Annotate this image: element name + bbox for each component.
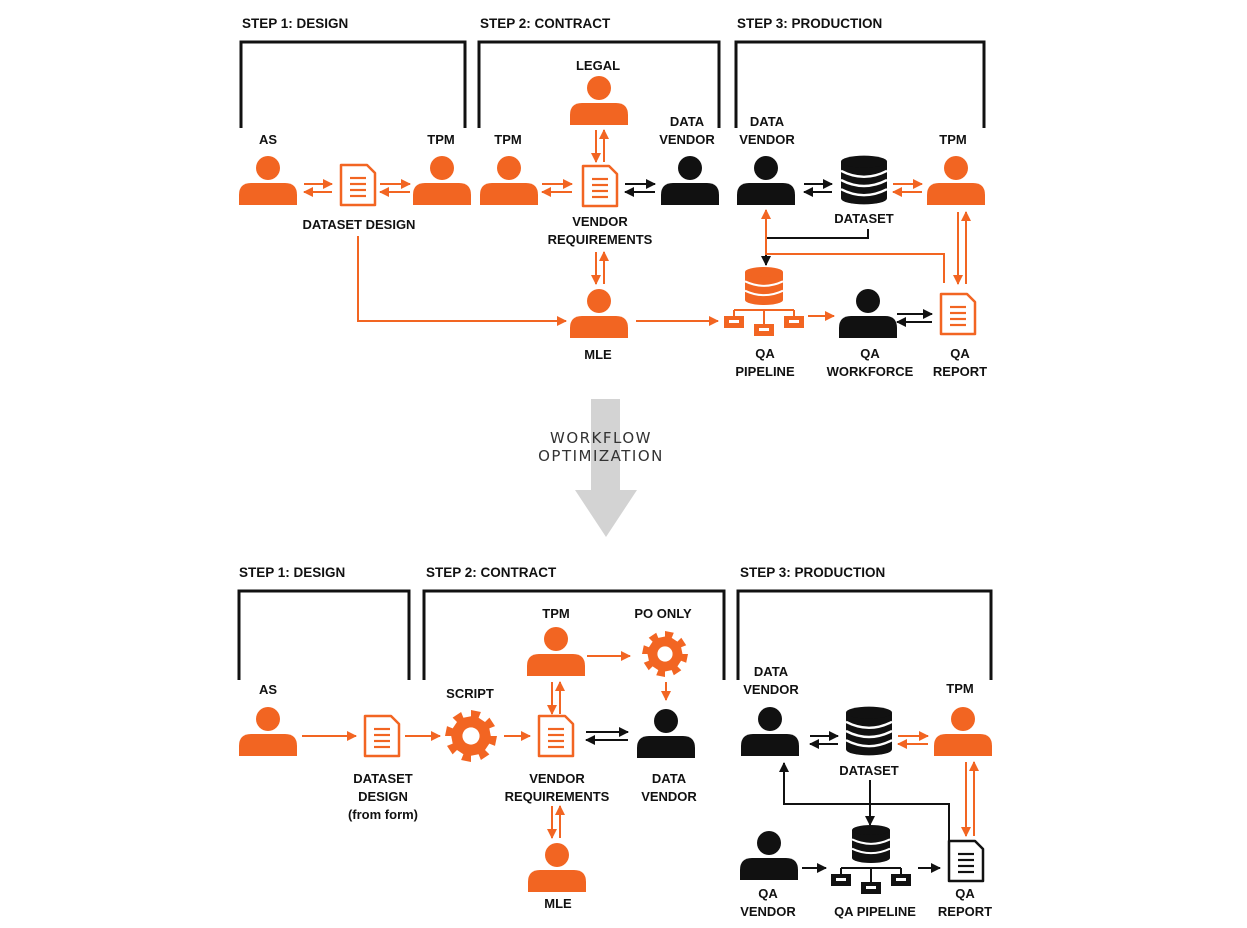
after-dataset-design-label-line-1: DATASET <box>353 771 413 786</box>
after-qa-report-document-icon <box>947 839 985 883</box>
after-mle-person-icon <box>528 843 586 892</box>
after-qa-report-label-line-2: REPORT <box>938 904 992 919</box>
before-qa-report-document-icon <box>939 292 977 336</box>
before-step-2-title: STEP 2: CONTRACT <box>480 16 611 31</box>
before-tpm-production-label: TPM <box>939 132 966 147</box>
workflow-optimization-arrow-icon <box>575 399 637 537</box>
after-script-gear-icon <box>445 710 497 762</box>
before-legal-person-icon <box>570 76 628 125</box>
before-legal-label: LEGAL <box>576 58 620 73</box>
after-tpm-contract-person-icon <box>527 627 585 676</box>
before-vendor-requirements-document-icon <box>581 164 619 208</box>
labels-layer: STEP 1: DESIGN STEP 2: CONTRACT STEP 3: PR… <box>239 16 992 919</box>
after-vendor-requirements-label-line-1: VENDOR <box>529 771 585 786</box>
before-dataset-database-icon <box>840 155 888 205</box>
before-edge-qa-report-to-vendor <box>761 209 945 283</box>
before-qa-report-label-line-2: REPORT <box>933 364 987 379</box>
after-dataset-database-icon <box>845 706 893 756</box>
before-dataset-design-label: DATASET DESIGN <box>303 217 416 232</box>
after-qa-pipeline-label: QA PIPELINE <box>834 904 916 919</box>
after-po-only-label: PO ONLY <box>634 606 692 621</box>
before-data-vendor-contract-label-line-2: VENDOR <box>659 132 715 147</box>
after-vendor-requirements-document-icon <box>537 714 575 758</box>
after-dataset-label: DATASET <box>839 763 899 778</box>
before-qa-pipeline-label-line-2: PIPELINE <box>735 364 795 379</box>
before-qa-pipeline-icon <box>724 267 804 336</box>
before-as-person-icon <box>239 156 297 205</box>
before-vendor-requirements-label-line-1: VENDOR <box>572 214 628 229</box>
after-data-vendor-contract-label-line-2: VENDOR <box>641 789 697 804</box>
after-data-vendor-production-person-icon <box>741 707 799 756</box>
after-data-vendor-contract-person-icon <box>637 709 695 758</box>
after-tpm-production-person-icon <box>934 707 992 756</box>
before-qa-pipeline-label-line-1: QA <box>755 346 775 361</box>
after-qa-pipeline-icon <box>831 825 911 894</box>
after-qa-vendor-label-line-1: QA <box>758 886 778 901</box>
after-as-label: AS <box>259 682 277 697</box>
after-data-vendor-production-label-line-2: VENDOR <box>743 682 799 697</box>
before-tpm-production-person-icon <box>927 156 985 205</box>
nodes-layer <box>239 76 992 894</box>
after-dataset-design-label-line-2: DESIGN <box>358 789 408 804</box>
after-po-only-gear-icon <box>642 631 688 677</box>
after-qa-vendor-person-icon <box>740 831 798 880</box>
before-vendor-requirements-label-line-2: REQUIREMENTS <box>548 232 653 247</box>
before-mle-label: MLE <box>584 347 612 362</box>
before-step-1-bracket <box>239 40 467 128</box>
before-step-3-bracket <box>734 40 986 128</box>
before-as-label: AS <box>259 132 277 147</box>
before-step-2-bracket <box>477 40 721 128</box>
after-step-1-bracket <box>237 589 411 680</box>
after-script-label: SCRIPT <box>446 686 494 701</box>
before-qa-report-label-line-1: QA <box>950 346 970 361</box>
after-step-2-bracket <box>422 589 726 680</box>
workflow-optimization-label-line-1: WORKFLOW <box>550 429 652 447</box>
before-step-1-title: STEP 1: DESIGN <box>242 16 348 31</box>
after-edge-qa-report-to-vendor <box>779 762 950 842</box>
after-data-vendor-contract-label-line-1: DATA <box>652 771 687 786</box>
after-qa-vendor-label-line-2: VENDOR <box>740 904 796 919</box>
before-dataset-design-document-icon <box>339 163 377 207</box>
after-data-vendor-production-label-line-1: DATA <box>754 664 789 679</box>
before-tpm-design-person-icon <box>413 156 471 205</box>
edges-layer <box>302 129 979 873</box>
before-data-vendor-production-label-line-2: VENDOR <box>739 132 795 147</box>
step-brackets-layer <box>237 40 993 680</box>
after-step-2-title: STEP 2: CONTRACT <box>426 565 557 580</box>
workflow-optimization-label-line-2: OPTIMIZATION <box>538 447 664 465</box>
after-tpm-production-label: TPM <box>946 681 973 696</box>
after-as-person-icon <box>239 707 297 756</box>
before-qa-workforce-label-line-1: QA <box>860 346 880 361</box>
after-step-3-title: STEP 3: PRODUCTION <box>740 565 885 580</box>
after-vendor-requirements-label-line-2: REQUIREMENTS <box>505 789 610 804</box>
before-mle-person-icon <box>570 289 628 338</box>
before-data-vendor-contract-person-icon <box>661 156 719 205</box>
before-step-3-title: STEP 3: PRODUCTION <box>737 16 882 31</box>
after-step-3-bracket <box>736 589 993 680</box>
after-step-1-title: STEP 1: DESIGN <box>239 565 345 580</box>
after-dataset-design-label-line-3: (from form) <box>348 807 418 822</box>
after-tpm-contract-label: TPM <box>542 606 569 621</box>
after-mle-label: MLE <box>544 896 572 911</box>
before-edge-dataset-to-qa-pipeline <box>761 229 869 266</box>
before-data-vendor-contract-label-line-1: DATA <box>670 114 705 129</box>
after-dataset-design-document-icon <box>363 714 401 758</box>
before-tpm-contract-person-icon <box>480 156 538 205</box>
before-data-vendor-production-label-line-1: DATA <box>750 114 785 129</box>
before-qa-workforce-label-line-2: WORKFORCE <box>827 364 914 379</box>
before-edge-design-to-mle <box>357 236 567 326</box>
before-tpm-contract-label: TPM <box>494 132 521 147</box>
before-tpm-design-label: TPM <box>427 132 454 147</box>
before-dataset-label: DATASET <box>834 211 894 226</box>
after-qa-report-label-line-1: QA <box>955 886 975 901</box>
before-data-vendor-production-person-icon <box>737 156 795 205</box>
before-qa-workforce-person-icon <box>839 289 897 338</box>
